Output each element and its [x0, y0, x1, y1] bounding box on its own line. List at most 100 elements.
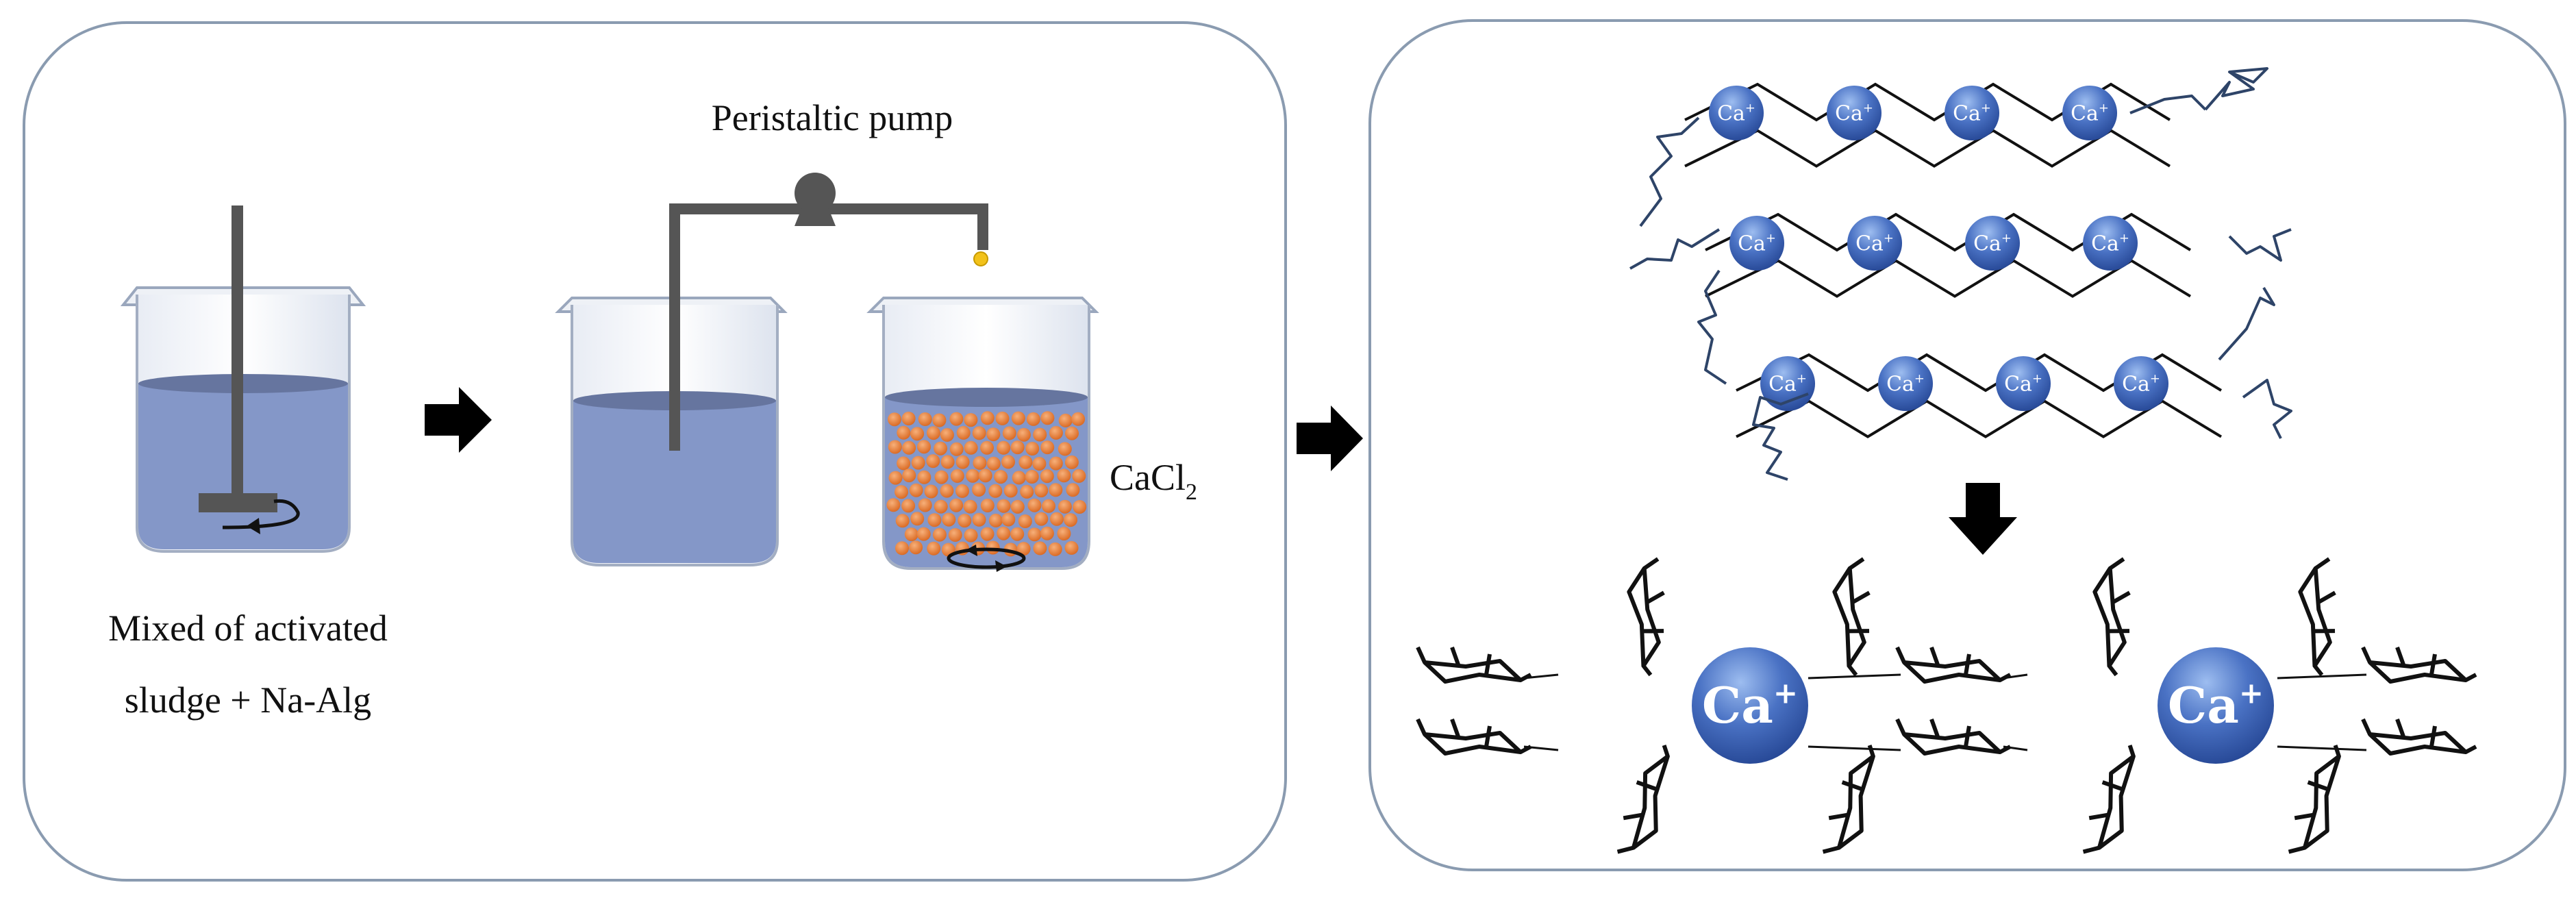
- left-panel: [23, 21, 1287, 882]
- ion-label: Ca+: [1738, 232, 1776, 256]
- glycosidic-bond: [1523, 745, 1559, 751]
- egg-box-structure: Ca+ Ca+: [1416, 557, 2477, 854]
- bead: [994, 470, 1008, 484]
- bead: [1032, 457, 1047, 471]
- glycosidic-bond: [1808, 745, 1901, 751]
- ion-label: Ca+: [1855, 232, 1894, 256]
- bead: [902, 440, 916, 455]
- ion-label: Ca+: [2091, 232, 2129, 256]
- bead: [988, 513, 1003, 527]
- bead: [964, 413, 978, 427]
- bead: [966, 469, 980, 483]
- bead: [916, 527, 931, 541]
- caption-line1: Mixed of activated: [108, 608, 388, 649]
- bead: [950, 469, 964, 483]
- bead: [917, 470, 931, 484]
- bead: [997, 499, 1011, 513]
- bead: [910, 512, 925, 526]
- bead: [902, 469, 916, 483]
- stir-rotation-icon: [222, 499, 300, 534]
- bead: [1016, 427, 1031, 442]
- beaker-cacl2: [866, 297, 1099, 572]
- bead: [1064, 455, 1079, 469]
- bead: [926, 454, 940, 469]
- sugar-ring: [1416, 718, 1532, 756]
- calcium-ion: Ca+: [1944, 86, 2000, 140]
- calcium-ion: Ca+: [2158, 647, 2274, 764]
- bead: [1058, 499, 1072, 514]
- calcium-ion: Ca+: [1692, 647, 1808, 764]
- bead: [955, 455, 970, 469]
- beaker-mixing: [120, 205, 366, 553]
- bead: [988, 484, 1003, 498]
- bead: [972, 483, 986, 497]
- bead: [986, 456, 1001, 471]
- bead: [973, 456, 987, 470]
- bead: [964, 528, 978, 542]
- right-panel: [1368, 19, 2566, 871]
- bead: [1048, 542, 1062, 556]
- bead: [1025, 470, 1039, 484]
- bead: [909, 540, 923, 555]
- glycosidic-bond: [1523, 673, 1559, 679]
- bead: [1018, 455, 1033, 469]
- bead: [956, 425, 971, 440]
- bead: [934, 470, 949, 484]
- chain-lower: [1736, 399, 2223, 438]
- bead: [1072, 469, 1086, 483]
- sugar-ring: [2288, 745, 2341, 854]
- bead: [917, 440, 931, 454]
- glycosidic-bond: [2277, 673, 2367, 679]
- bead: [1027, 527, 1042, 542]
- bead: [895, 514, 910, 528]
- bead: [972, 512, 986, 527]
- polymer-tails: [1629, 67, 2292, 481]
- bead: [934, 441, 948, 456]
- bead: [955, 484, 969, 498]
- bead: [1010, 527, 1025, 541]
- bead: [949, 442, 964, 456]
- down-arrow-icon: [1949, 483, 2017, 555]
- bead: [978, 469, 992, 483]
- bead: [940, 455, 955, 469]
- cacl2-label: CaCl2: [1110, 457, 1197, 505]
- bead: [963, 499, 977, 514]
- calcium-ion: Ca+: [1847, 216, 1903, 271]
- ion-label: Ca+: [1702, 675, 1798, 734]
- bead: [1073, 500, 1087, 514]
- sugar-ring: [2092, 557, 2131, 677]
- ion-label: Ca+: [1835, 101, 1873, 126]
- bead: [888, 412, 901, 427]
- sugar-ring: [2361, 718, 2477, 756]
- bead: [1012, 471, 1026, 485]
- bead: [1057, 469, 1071, 483]
- bead: [897, 456, 911, 471]
- bead: [986, 427, 1001, 442]
- sugar-ring: [1822, 745, 1875, 854]
- right-arrow-icon: [1297, 406, 1363, 471]
- stirrer-paddle: [199, 493, 277, 512]
- ion-label: Ca+: [1953, 101, 1991, 126]
- feed-liquid: [573, 401, 776, 563]
- bead: [986, 540, 1000, 555]
- pump-label: Peristaltic pump: [712, 97, 953, 138]
- glycosidic-bond: [1808, 673, 1901, 679]
- bead: [918, 498, 932, 512]
- bead: [949, 412, 964, 426]
- bead: [1066, 483, 1080, 497]
- right-arrow-icon: [425, 387, 492, 453]
- bead: [980, 440, 994, 455]
- bead: [1002, 426, 1016, 440]
- bead: [1018, 514, 1032, 528]
- pump-icon: [795, 173, 836, 226]
- bead: [964, 440, 978, 455]
- bead: [897, 425, 911, 440]
- bead: [888, 440, 902, 454]
- bead: [997, 440, 1011, 455]
- bead: [918, 412, 932, 426]
- bead: [901, 499, 916, 513]
- bead: [1058, 413, 1073, 427]
- bead: [926, 426, 940, 440]
- bead: [995, 411, 1010, 425]
